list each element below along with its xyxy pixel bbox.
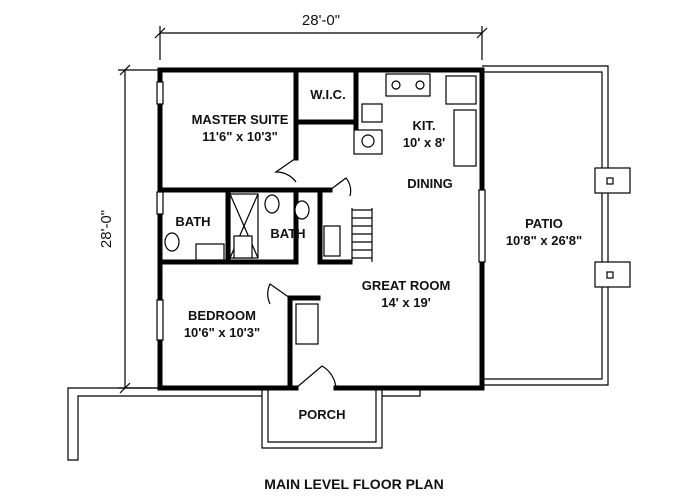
master-suite-size: 11'6" x 10'3" <box>202 129 278 144</box>
left-dimension-label: 28'-0" <box>98 210 115 248</box>
kitchen-size: 10' x 8' <box>403 135 445 150</box>
bedroom-name: BEDROOM <box>188 308 256 323</box>
porch-label: PORCH <box>299 407 346 422</box>
great-room-size: 14' x 19' <box>381 295 431 310</box>
patio-outline <box>482 65 631 386</box>
porch-outline <box>67 387 421 461</box>
interior-walls <box>157 67 359 391</box>
top-dimension-line <box>154 26 488 60</box>
bedroom-size: 10'6" x 10'3" <box>184 325 260 340</box>
windows <box>156 81 486 341</box>
doors <box>267 157 352 389</box>
top-dimension-label: 28'-0" <box>302 12 340 29</box>
stairs <box>351 208 373 262</box>
wic-label: W.I.C. <box>310 87 345 102</box>
kitchen-fixtures <box>353 73 477 167</box>
bath-label-right: BATH <box>270 226 305 241</box>
kitchen-name: KIT. <box>412 118 435 133</box>
dining-label: DINING <box>407 176 453 191</box>
left-dimension-line <box>118 64 160 394</box>
exterior-walls <box>157 67 485 391</box>
master-suite-name: MASTER SUITE <box>192 112 289 127</box>
great-room-name: GREAT ROOM <box>362 278 451 293</box>
patio-name: PATIO <box>525 216 563 231</box>
plan-caption: MAIN LEVEL FLOOR PLAN <box>264 476 443 492</box>
bath-fixtures <box>164 193 341 261</box>
bath-label-left: BATH <box>175 214 210 229</box>
patio-size: 10'8" x 26'8" <box>506 233 582 248</box>
